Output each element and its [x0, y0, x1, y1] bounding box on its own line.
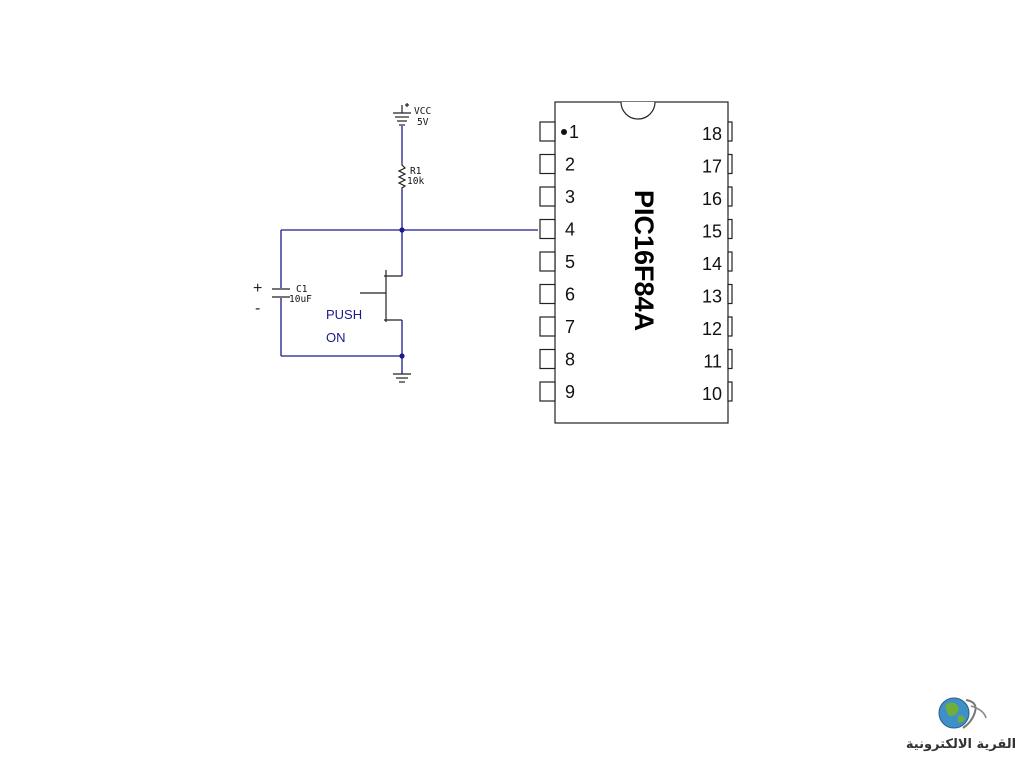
pin-stub-left-5 [539, 251, 556, 272]
capacitor-symbol [272, 288, 290, 298]
ground-symbol [393, 373, 411, 383]
pin-label-2: 2 [565, 155, 575, 175]
pin-stub-right-17 [727, 153, 733, 175]
vcc-symbol [393, 103, 411, 126]
pin-label-17: 17 [702, 157, 722, 177]
chip-notch [620, 101, 656, 120]
switch-label-on: ON [326, 330, 346, 345]
pin-label-8: 8 [565, 350, 575, 370]
wires [280, 126, 538, 374]
pin-stub-left-1 [539, 121, 556, 142]
right-pin-stubs [727, 121, 733, 402]
pin-stub-left-7 [539, 316, 556, 337]
pin-stub-right-18 [727, 121, 733, 142]
resistor-symbol [397, 162, 407, 190]
pin-label-12: 12 [702, 319, 722, 339]
pin-stub-right-14 [727, 251, 733, 272]
resistor-value: 10k [407, 176, 424, 187]
logo-text: القرية الالكترونية [905, 737, 1017, 752]
pin-label-13: 13 [702, 287, 722, 307]
pin-label-5: 5 [565, 252, 575, 272]
left-pin-labels: 1 2 3 4 5 6 7 8 9 [565, 122, 579, 402]
pin-label-10: 10 [702, 384, 722, 404]
switch-label-push: PUSH [326, 307, 362, 322]
pin-stub-left-8 [539, 348, 556, 370]
pin-label-14: 14 [702, 254, 722, 274]
left-pin-stubs [539, 121, 556, 402]
pin-label-15: 15 [702, 222, 722, 242]
pin1-indicator-dot [561, 129, 567, 135]
pin-stub-right-12 [727, 316, 733, 337]
pin-label-3: 3 [565, 187, 575, 207]
pin-stub-right-13 [727, 283, 733, 305]
pin-label-18: 18 [702, 124, 722, 144]
pin-label-4: 4 [565, 220, 575, 240]
vcc-label: VCC [414, 106, 431, 117]
capacitor-minus-sign: - [255, 300, 260, 317]
pin-label-9: 9 [565, 382, 575, 402]
pin-label-1: 1 [569, 122, 579, 142]
pin-stub-left-6 [539, 283, 556, 305]
resistor-ref: R1 [410, 166, 422, 177]
pin-stub-right-15 [727, 218, 733, 240]
push-switch-symbol [360, 270, 402, 322]
junction-dot-bottom [399, 353, 405, 359]
capacitor-value: 10uF [289, 294, 312, 305]
pin-stub-right-16 [727, 186, 733, 207]
pin-label-7: 7 [565, 317, 575, 337]
capacitor-plus-sign: + [253, 280, 262, 297]
pin-label-16: 16 [702, 189, 722, 209]
pin-stub-left-4 [539, 218, 556, 240]
pin-stub-left-2 [539, 153, 556, 175]
globe-logo-icon [938, 697, 987, 729]
pin-stub-left-3 [539, 186, 556, 207]
pin-stub-left-9 [539, 381, 556, 402]
vcc-value: 5V [417, 117, 429, 128]
pin-label-11: 11 [703, 352, 722, 372]
capacitor-ref: C1 [296, 284, 308, 295]
pin-stub-right-10 [727, 381, 733, 402]
pin-label-6: 6 [565, 285, 575, 305]
chip-name: PIC16F84A [629, 190, 659, 331]
junction-dot-top [399, 227, 405, 233]
pin-stub-right-11 [727, 348, 733, 370]
right-pin-labels: 18 17 16 15 14 13 12 11 10 [702, 124, 722, 404]
